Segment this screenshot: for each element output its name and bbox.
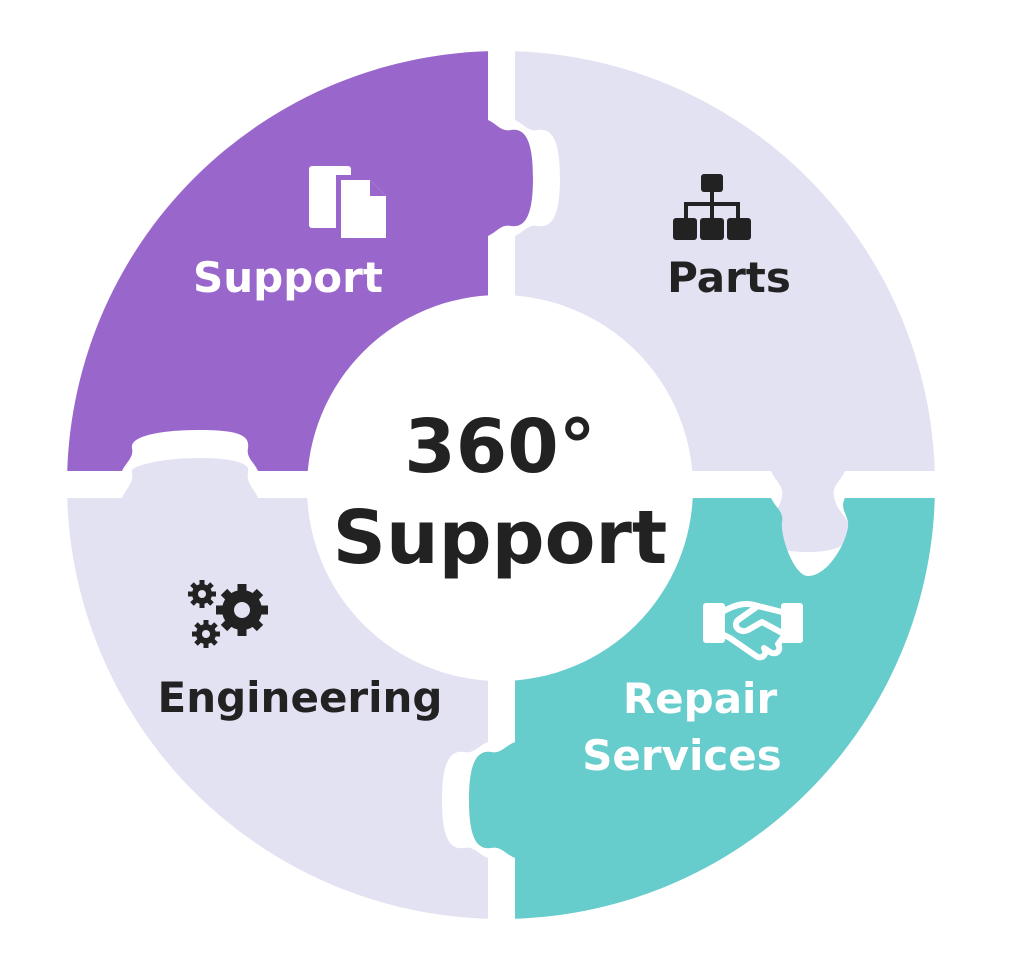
center-title-line2: Support bbox=[333, 495, 668, 581]
repair-label-line2: Services bbox=[582, 731, 782, 780]
sitemap-icon bbox=[673, 174, 751, 240]
repair-label-line1: Repair bbox=[623, 674, 778, 723]
parts-label: Parts bbox=[667, 253, 791, 302]
gears-icon bbox=[188, 580, 268, 648]
support-label: Support bbox=[193, 253, 383, 302]
documents-icon bbox=[309, 166, 391, 243]
center-title-line1: 360° bbox=[404, 404, 595, 490]
engineering-label: Engineering bbox=[158, 673, 443, 722]
handshake-icon bbox=[703, 601, 803, 661]
center-circle bbox=[307, 295, 693, 681]
